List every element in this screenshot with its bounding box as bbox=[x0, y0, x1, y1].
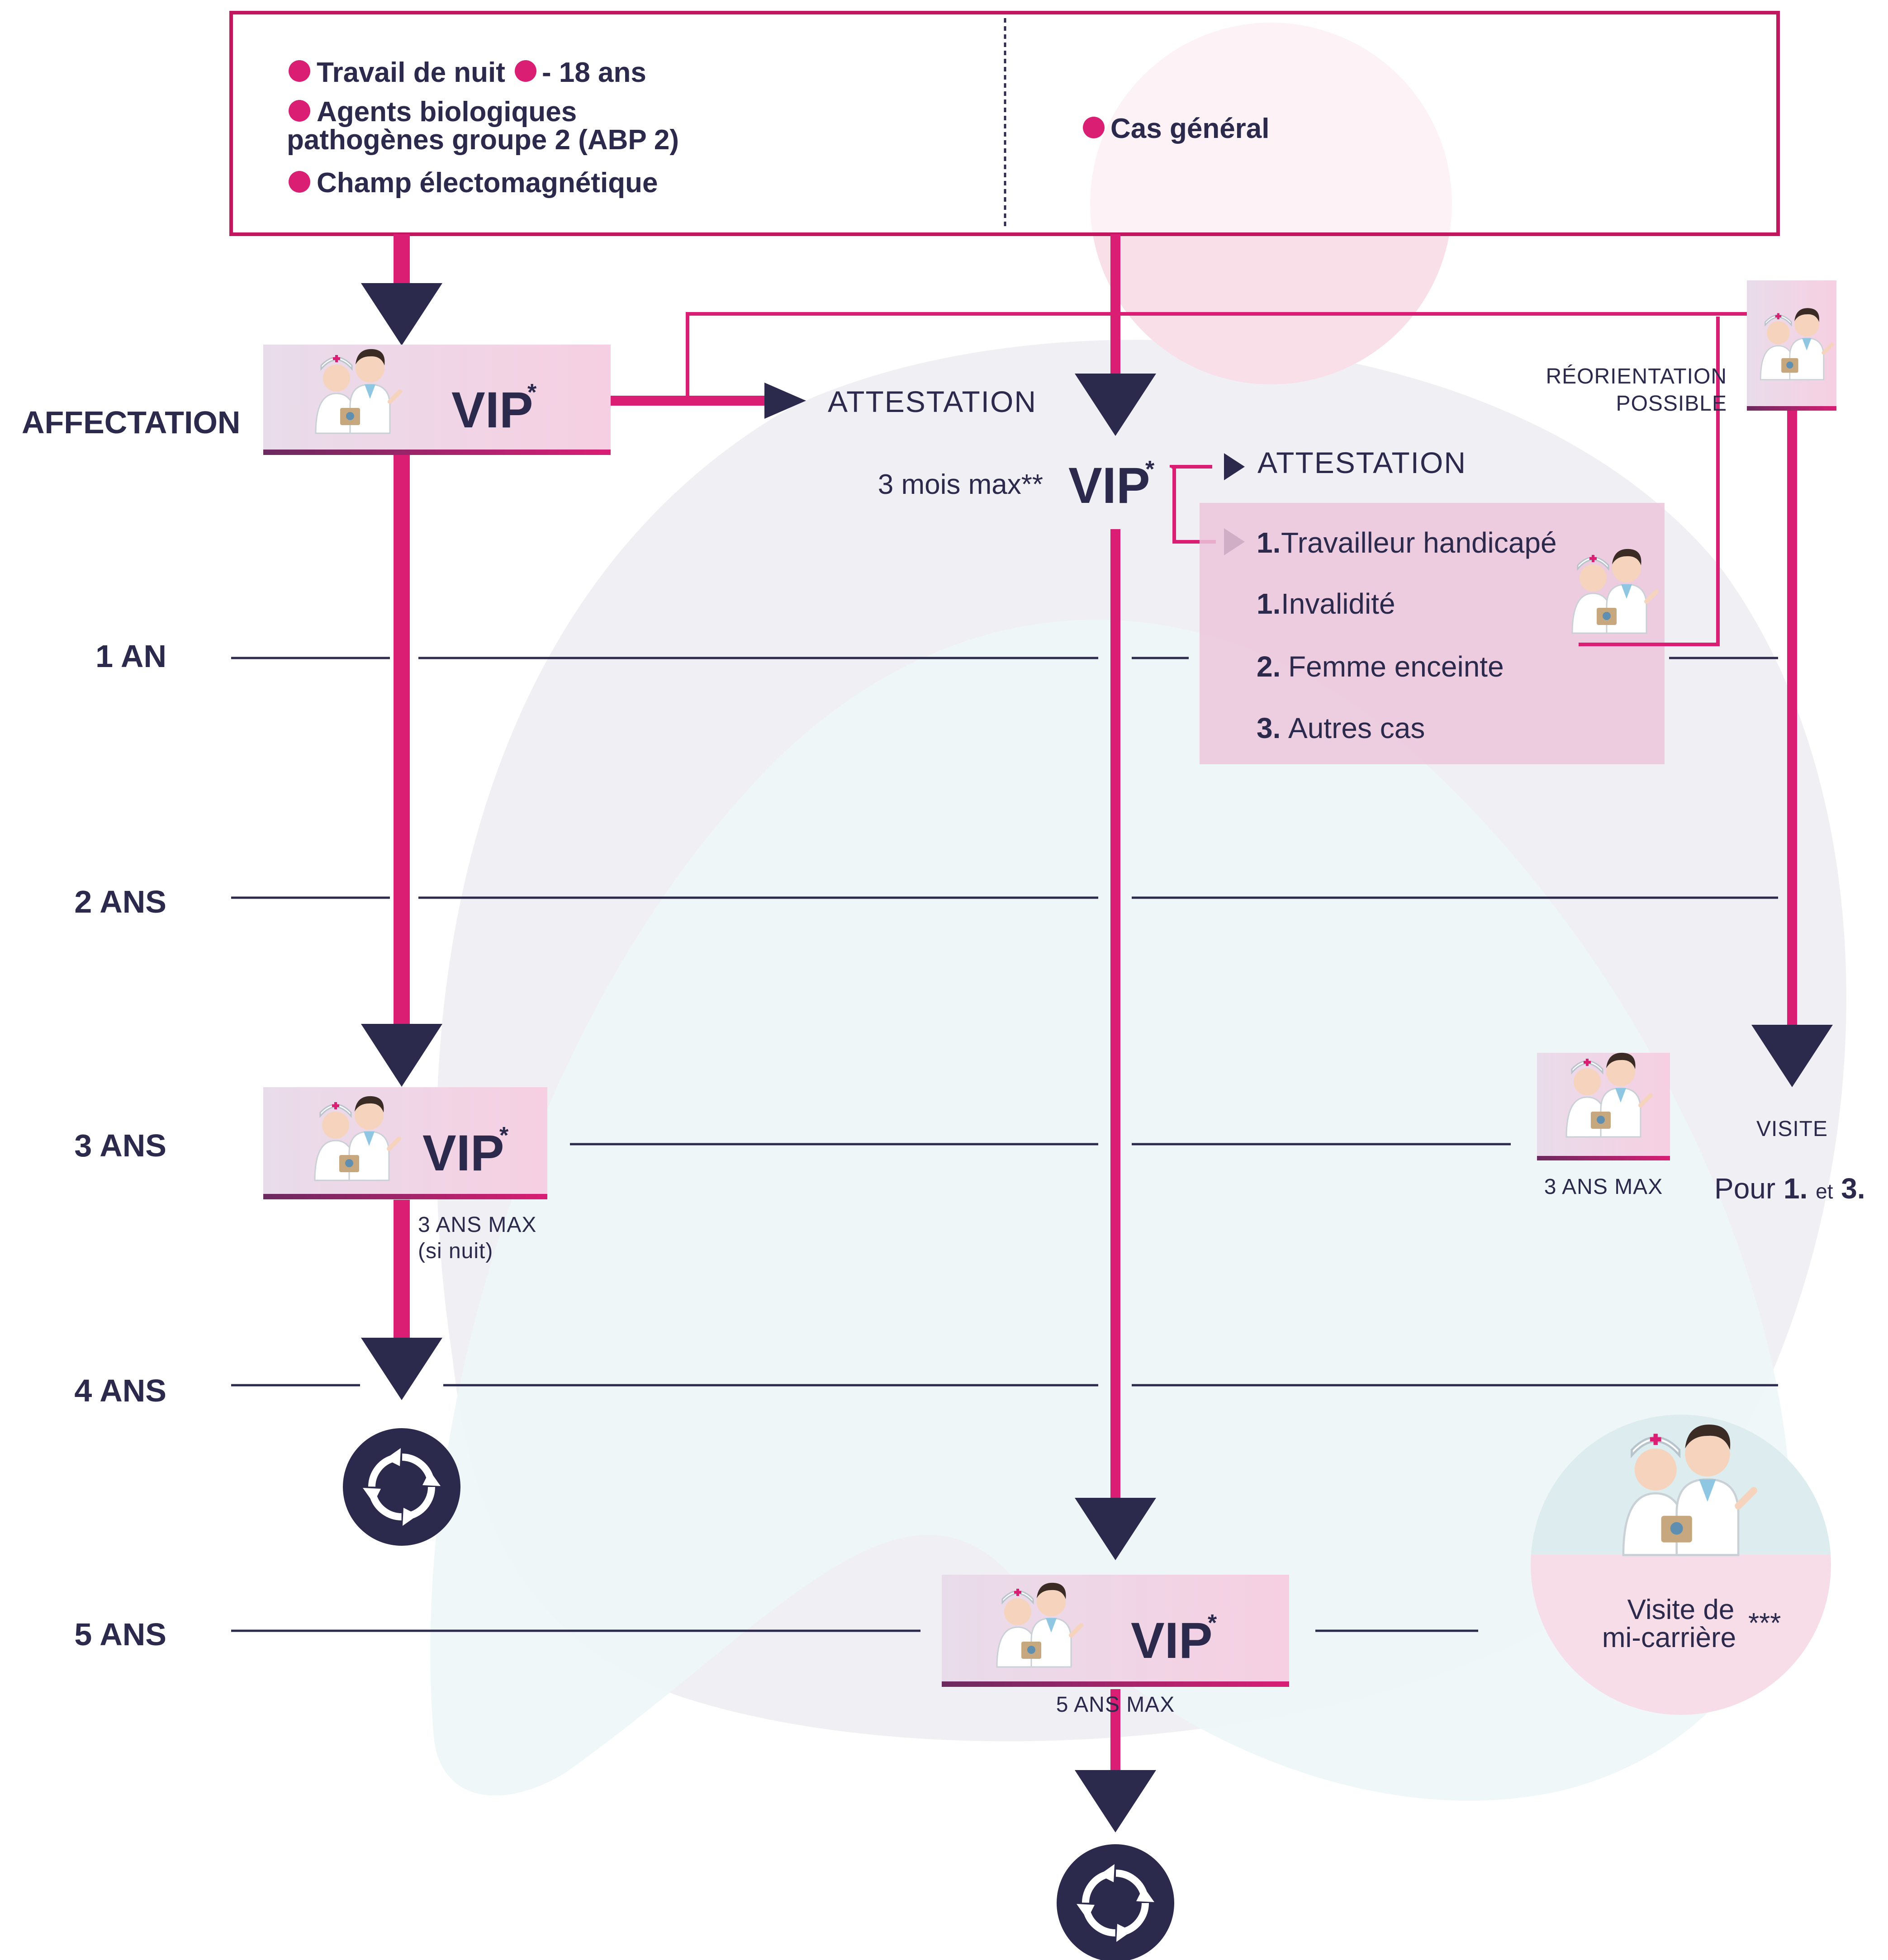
right-max-interval: 3 ANS MAX bbox=[1544, 1175, 1663, 1199]
vip-asterisk: * bbox=[527, 379, 537, 406]
reorientation-label-line1: RÉORIENTATION bbox=[1546, 365, 1727, 388]
timeline-row-labels: AFFECTATION 1 AN 2 ANS 3 ANS 4 ANS 5 ANS bbox=[22, 405, 240, 1652]
timeline-gridlines bbox=[231, 657, 1778, 1632]
special-case-label: Femme enceinte bbox=[1288, 650, 1504, 683]
vip-label: VIP bbox=[451, 382, 533, 438]
reorientation-card bbox=[1747, 280, 1836, 408]
criteria-biological-agents: Agents biologiques bbox=[317, 96, 577, 128]
center-delay-label: 3 mois max** bbox=[878, 469, 1043, 500]
mid-career-footnote-mark: *** bbox=[1748, 1608, 1781, 1639]
right-track: RÉORIENTATION POSSIBLE 3 ANS MAX VISITE … bbox=[1537, 280, 1865, 1205]
special-case-number: 2. bbox=[1257, 650, 1281, 683]
right-vip-card-underline bbox=[1537, 1156, 1670, 1160]
bullet-icon bbox=[289, 60, 310, 82]
criteria-electromagnetic: Champ électomagnétique bbox=[317, 167, 658, 199]
special-case-item: 2. Femme enceinte bbox=[1257, 650, 1504, 683]
arrow-down-icon bbox=[1075, 1498, 1156, 1560]
vip-card-underline bbox=[263, 1194, 547, 1199]
left-max-interval: 3 ANS MAX bbox=[418, 1213, 536, 1237]
bullet-icon bbox=[1083, 117, 1105, 138]
row-label-1-an: 1 AN bbox=[95, 639, 166, 674]
risk-criteria-list: Travail de nuit - 18 ans Agents biologiq… bbox=[287, 57, 1270, 199]
vip-card-background bbox=[263, 345, 611, 453]
row-label-3-ans: 3 ANS bbox=[74, 1128, 166, 1163]
special-case-label: Invalidité bbox=[1281, 587, 1395, 620]
criteria-box bbox=[229, 11, 1780, 236]
vip-label: VIP bbox=[1131, 1612, 1213, 1669]
arrow-down-icon bbox=[361, 283, 442, 346]
reorientation-card-underline bbox=[1747, 406, 1836, 411]
renewal-icon bbox=[1057, 1844, 1174, 1960]
right-visit-label: VISITE bbox=[1756, 1117, 1828, 1141]
vip-card-background bbox=[263, 1087, 547, 1196]
mid-career-label-line1: Visite de bbox=[1627, 1594, 1735, 1625]
arrow-down-icon bbox=[361, 1338, 442, 1400]
renewal-icon bbox=[343, 1428, 460, 1546]
row-label-5-ans: 5 ANS bbox=[74, 1617, 166, 1652]
vip-card-5-ans: VIP * bbox=[942, 1575, 1289, 1687]
vip-asterisk: * bbox=[1208, 1610, 1217, 1636]
special-case-number: 1. bbox=[1257, 587, 1281, 620]
center-track: 3 mois max** VIP * 5 ANS MAX bbox=[878, 234, 1175, 1960]
right-visit-scope-for: Pour bbox=[1714, 1172, 1775, 1205]
vip-card-3-ans: VIP * bbox=[263, 1087, 547, 1199]
vip-card-underline bbox=[263, 450, 611, 455]
special-case-item: 3. Autres cas bbox=[1257, 712, 1425, 744]
special-case-item: 1. Travailleur handicapé bbox=[1257, 526, 1557, 559]
right-visit-scope-n1: 1. bbox=[1784, 1172, 1807, 1205]
criteria-general-case: Cas général bbox=[1110, 113, 1270, 144]
vip-asterisk: * bbox=[499, 1122, 509, 1149]
right-visit-scope-n3: 3. bbox=[1841, 1172, 1865, 1205]
mid-career-label-line2: mi-carrière bbox=[1602, 1622, 1736, 1653]
vip-card-affectation: VIP * bbox=[263, 345, 611, 455]
left-track: 3 ANS MAX (si nuit) bbox=[343, 234, 536, 1546]
special-case-number: 1. bbox=[1257, 526, 1281, 559]
arrow-right-icon bbox=[764, 383, 806, 419]
reorientation-link bbox=[1579, 317, 1720, 646]
arrow-down-icon bbox=[361, 1024, 442, 1087]
special-cases-card: 1. Travailleur handicapé 1. Invalidité 2… bbox=[1200, 317, 1720, 764]
vip-label: VIP bbox=[422, 1125, 504, 1181]
arrow-down-icon bbox=[1751, 1025, 1833, 1087]
center-attestation-label: ATTESTATION bbox=[1257, 446, 1466, 479]
vip-card-underline bbox=[942, 1681, 1289, 1687]
special-case-label: Travailleur handicapé bbox=[1281, 526, 1557, 559]
attestation-connector: ATTESTATION bbox=[611, 312, 1750, 419]
special-case-label: Autres cas bbox=[1288, 712, 1425, 744]
reorientation-label-line2: POSSIBLE bbox=[1616, 392, 1727, 416]
right-visit-scope: Pour 1. et 3. bbox=[1714, 1172, 1865, 1205]
bullet-icon bbox=[289, 171, 310, 193]
right-visit-scope-and: et bbox=[1816, 1179, 1833, 1203]
arrow-down-icon bbox=[1075, 1770, 1156, 1832]
center-vip-asterisk: * bbox=[1145, 456, 1155, 483]
center-max-interval: 5 ANS MAX bbox=[1056, 1693, 1175, 1717]
center-vip-label: VIP bbox=[1068, 457, 1150, 514]
arrow-right-icon bbox=[1224, 453, 1245, 480]
row-label-affectation: AFFECTATION bbox=[22, 405, 240, 440]
row-label-2-ans: 2 ANS bbox=[74, 884, 166, 919]
row-label-4-ans: 4 ANS bbox=[74, 1373, 166, 1408]
arrow-down-icon bbox=[1075, 374, 1156, 436]
vip-card-background bbox=[942, 1575, 1289, 1683]
special-case-item: 1. Invalidité bbox=[1257, 587, 1395, 620]
bullet-icon bbox=[289, 100, 310, 122]
criteria-biological-agents-cont: pathogènes groupe 2 (ABP 2) bbox=[287, 124, 679, 156]
left-attestation-label: ATTESTATION bbox=[828, 385, 1037, 418]
left-max-condition: (si nuit) bbox=[418, 1239, 493, 1263]
criteria-under-18: - 18 ans bbox=[542, 57, 646, 88]
special-case-number: 3. bbox=[1257, 712, 1281, 744]
bullet-icon bbox=[515, 60, 536, 82]
criteria-night-work: Travail de nuit bbox=[317, 57, 505, 88]
